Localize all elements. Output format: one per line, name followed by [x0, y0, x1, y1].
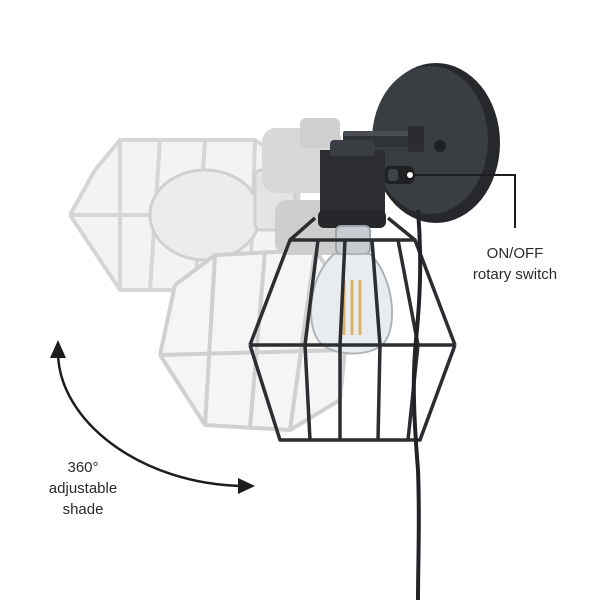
socket-housing	[318, 140, 386, 228]
rotary-switch-icon[interactable]	[384, 166, 414, 184]
shade-callout: 360° adjustable shade	[28, 457, 138, 520]
curved-double-arrow-icon	[50, 340, 255, 494]
ghost-shade-lower	[158, 248, 352, 432]
switch-callout-line2: rotary switch	[472, 266, 558, 283]
switch-callout: ON/OFF rotary switch	[455, 243, 575, 285]
leader-line	[405, 170, 516, 228]
shade-callout-line3: shade	[62, 501, 104, 518]
shade-callout-line1: 360°	[67, 459, 99, 476]
shade-callout-line2: adjustable	[48, 480, 118, 497]
switch-callout-line1: ON/OFF	[486, 245, 544, 262]
power-cord	[411, 209, 423, 600]
